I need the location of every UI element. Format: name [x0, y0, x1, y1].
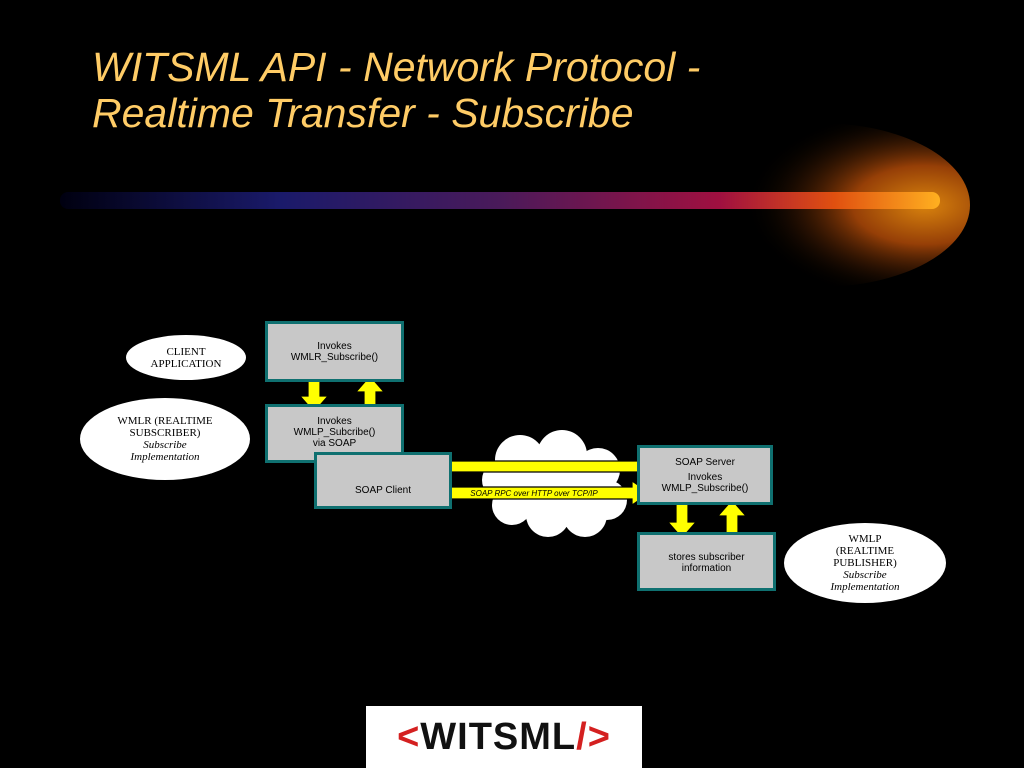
title-line-2: Realtime Transfer - Subscribe — [92, 90, 634, 136]
soap-server-box: SOAP Server Invokes WMLP_Subscribe() — [637, 445, 773, 505]
oval-line: CLIENT — [166, 345, 206, 358]
oval-line: PUBLISHER) — [833, 557, 897, 569]
oval-line: Implementation — [830, 581, 900, 593]
box-line: Invokes — [317, 416, 352, 427]
box-line: WMLR_Subscribe() — [290, 352, 379, 363]
title-line-1: WITSML API - Network Protocol - — [92, 44, 701, 90]
oval-line: WMLP — [848, 533, 882, 545]
box-line: information — [681, 563, 732, 574]
slide-title: WITSML API - Network Protocol - Realtime… — [92, 44, 952, 136]
box-line: Invokes — [687, 472, 723, 483]
oval-line: APPLICATION — [150, 357, 222, 370]
box-line: Invokes — [317, 341, 352, 352]
client-application-oval: CLIENT APPLICATION — [126, 335, 246, 380]
stores-subscriber-box: stores subscriber information — [637, 532, 776, 591]
logo-name: WITSML — [420, 715, 577, 758]
box-line: WMLP_Subscribe() — [661, 483, 749, 494]
network-cloud-icon — [482, 430, 627, 537]
oval-line: Subscribe — [143, 439, 187, 451]
protocol-label: SOAP RPC over HTTP over TCP/IP — [470, 489, 598, 498]
oval-line: Implementation — [130, 451, 200, 463]
wmlr-subscriber-oval: WMLR (REALTIME SUBSCRIBER) Subscribe Imp… — [80, 398, 250, 480]
box-line: WMLP_Subcribe() — [293, 427, 376, 438]
box-line: SOAP Client — [355, 485, 411, 496]
oval-line: WMLR (REALTIME — [117, 415, 213, 427]
oval-line: (REALTIME — [835, 545, 895, 557]
soap-client-box: SOAP Client — [314, 452, 452, 509]
logo-close-bracket: /> — [576, 715, 611, 758]
box-line: via SOAP — [312, 438, 357, 449]
invokes-wmlr-box: Invokes WMLR_Subscribe() — [265, 321, 404, 382]
oval-line: SUBSCRIBER) — [129, 427, 201, 439]
oval-line: Subscribe — [843, 569, 887, 581]
wmlp-publisher-oval: WMLP (REALTIME PUBLISHER) Subscribe Impl… — [784, 523, 946, 603]
witsml-logo: < WITSML /> — [366, 706, 642, 768]
logo-open-bracket: < — [397, 715, 421, 758]
box-line: SOAP Server — [675, 457, 735, 468]
box-line: stores subscriber — [668, 552, 745, 563]
